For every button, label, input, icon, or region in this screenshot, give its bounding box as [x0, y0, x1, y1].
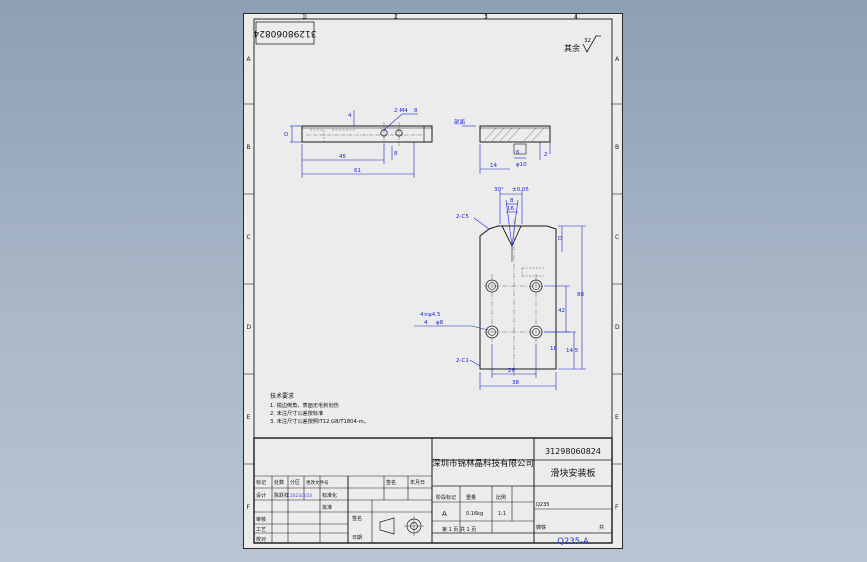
dim-end-14: 14 [490, 163, 497, 169]
tech-req-1: 1. 锐边倒角，表面无毛刺划伤 [270, 401, 339, 409]
drawing-canvas: 1 2 3 4 A B C D E F A B C D E F 31298060… [244, 14, 622, 547]
dim-4-phi45: 4×φ4.5 [420, 312, 441, 318]
dim-61: 61 [354, 168, 361, 174]
top-view [479, 219, 557, 376]
designer-name: 陈跃祥 [274, 492, 289, 499]
dim-end-phi10: φ10 [516, 162, 527, 168]
zone-side-a-right: A [615, 56, 620, 63]
sheet-info: 第 1 页 共 1 页 [442, 526, 476, 533]
hdr-fenqu: 分区 [290, 479, 300, 486]
top-view-dims [414, 190, 586, 390]
zone-side-e-right: E [615, 414, 619, 421]
sign-label-2: 日期 [352, 535, 362, 541]
hdr-date: 年月日 [410, 479, 425, 486]
row-check: 校对 [256, 536, 266, 543]
approve-label: 共 [599, 524, 604, 531]
zone-side-d: D [247, 324, 252, 331]
design-date: 2023/3/23 [290, 493, 312, 499]
zone-side-e: E [247, 414, 251, 421]
dim-88: 88 [577, 292, 584, 298]
hdr-sign: 签名 [386, 479, 396, 486]
side-view [290, 110, 433, 178]
dim-14-5: 14.5 [566, 348, 579, 354]
lbl-mass: 重量 [466, 494, 476, 501]
dim-depth-4: 4 [424, 320, 428, 326]
stage-value: A [442, 510, 447, 518]
title-block [253, 437, 613, 544]
dim-45: 45 [339, 154, 346, 160]
dim-26: 26 [508, 368, 515, 374]
dim-top-8: 8 [510, 198, 514, 204]
dim-end-6: 6 [516, 150, 520, 156]
dim-depth-8: 8 [414, 108, 418, 114]
row-design: 设计 [256, 492, 266, 499]
hdr-biaoji: 标记 [256, 479, 266, 486]
tech-req-2: 2. 未注尺寸公差按标准 [270, 409, 323, 417]
zone-side-b: B [247, 144, 251, 151]
company-name: 深圳市锦林晶科技有限公司 [432, 458, 534, 469]
drawing-number-box [255, 21, 315, 45]
part-name: 滑块安装板 [550, 467, 595, 479]
dim-2c5: 2-C5 [456, 214, 469, 220]
mass-value: 0.16kg [466, 511, 483, 517]
zone-top-3: 3 [484, 14, 488, 21]
end-view [462, 125, 551, 174]
company-line: 深圳市锦林晶科技有限公司 [432, 458, 534, 469]
dim-30deg: 30° [494, 187, 504, 193]
zone-top-2: 2 [394, 14, 398, 21]
lbl-stage: 阶段标记 [436, 494, 456, 501]
dim-42: 42 [558, 308, 565, 314]
tech-req-3: 3. 未注尺寸公差按照IT12 GB/T1804-m。 [270, 417, 369, 425]
drawing-sheet: 1 2 3 4 A B C D E F A B C D E F 31298060… [243, 13, 623, 549]
dim-tol: ±0.05 [512, 187, 529, 193]
material-short: Q235 [536, 502, 549, 508]
zone-side-c-right: C [615, 234, 619, 241]
row-process: 工艺 [256, 527, 266, 533]
zone-top-4: 4 [574, 14, 578, 21]
sign-label-1: 签名 [352, 515, 362, 522]
title-drawing-number: 31298060824 [545, 447, 601, 456]
zone-side-b-right: B [615, 144, 619, 151]
dim-d-side: D [284, 132, 288, 138]
zone-top-1: 1 [302, 14, 306, 21]
roughness-prefix: 其余 [564, 43, 580, 53]
roughness-value: 32 [584, 38, 591, 44]
roughness-symbol: 其余 32 [564, 35, 601, 53]
zone-side-a: A [247, 56, 252, 63]
row-approve: 批准 [322, 504, 332, 511]
hdr-change-doc: 更改文件号 [306, 479, 329, 486]
material-grade: Q235-A [557, 537, 589, 547]
row-review: 审核 [256, 516, 266, 523]
tech-req-title: 技术要求 [270, 392, 294, 400]
drawing-number-rotated: 31298060824 [253, 28, 316, 38]
material-note: 铸铁 [536, 524, 546, 531]
lbl-scale: 比例 [496, 494, 506, 501]
scale-value: 1:1 [498, 511, 506, 517]
zone-side-f: F [247, 504, 251, 511]
dim-end-2: 2 [544, 152, 548, 158]
dim-38: 38 [512, 380, 519, 386]
hdr-chushu: 处数 [274, 479, 284, 486]
std-label: 标准化 [322, 492, 337, 499]
dim-phi8: φ8 [436, 320, 444, 326]
dim-2m4: 2-M4 [394, 108, 408, 114]
zone-side-f-right: F [615, 504, 619, 511]
dim-4: 4 [348, 113, 352, 119]
dim-18: 18 [550, 346, 557, 352]
dim-2c1: 2-C1 [456, 358, 469, 364]
section-label: 剖面 [454, 118, 466, 126]
dim-16: 16 [507, 206, 514, 212]
dim-d-top: D [558, 236, 562, 242]
zone-side-c: C [247, 234, 251, 241]
zone-side-d-right: D [615, 324, 620, 331]
dim-8: 8 [394, 151, 398, 157]
